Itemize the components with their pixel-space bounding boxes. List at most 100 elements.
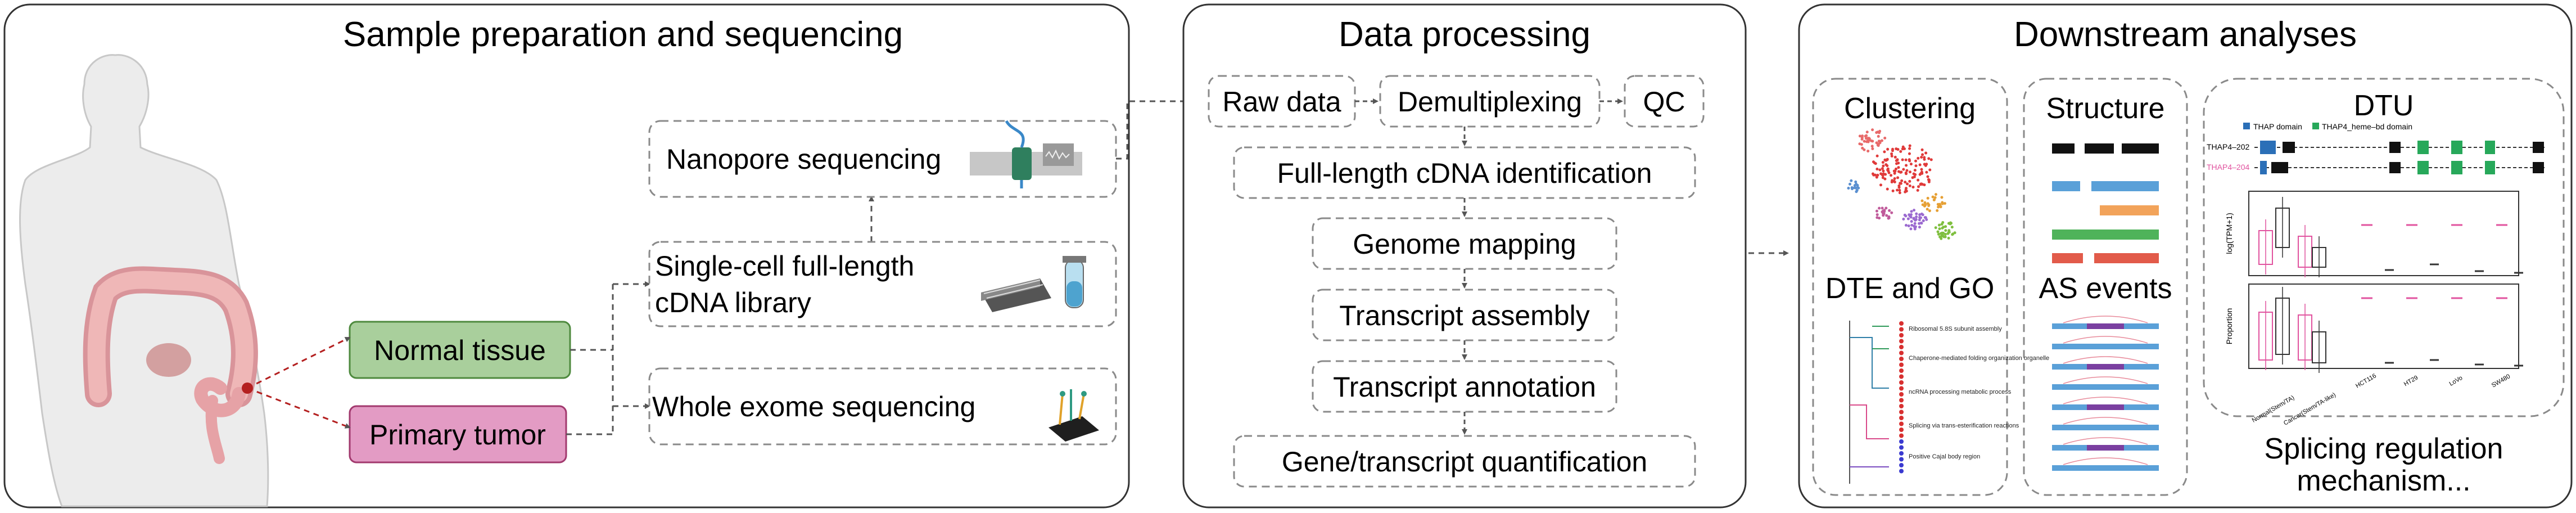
tsne-point <box>1882 169 1885 173</box>
tsne-point <box>1936 230 1940 233</box>
tsne-point <box>1924 151 1928 155</box>
nanopore-box <box>648 120 1117 198</box>
isoform-204-label: THAP4–204 <box>2207 163 2249 172</box>
tsne-point <box>1887 217 1890 220</box>
tsne-point <box>1886 147 1890 151</box>
transcript-assembly-label: Transcript assembly <box>1339 300 1589 331</box>
tsne-point <box>1891 147 1894 151</box>
tsne-point <box>1860 143 1863 146</box>
dtu-legend-thap: THAP domain <box>2253 122 2302 131</box>
tsne-point <box>1941 226 1944 230</box>
go-dot <box>1899 433 1904 438</box>
normal-tissue-label: Normal tissue <box>374 335 546 366</box>
tsne-point <box>1898 188 1901 192</box>
tsne-point <box>1941 220 1945 224</box>
tsne-point <box>1900 179 1904 182</box>
tsne-point <box>1875 131 1878 134</box>
dtu-title: DTU <box>2354 89 2414 122</box>
tsne-point <box>1934 226 1937 230</box>
as-alt-exon <box>2087 445 2124 451</box>
tsne-point <box>1878 206 1881 210</box>
tsne-point <box>1942 231 1945 235</box>
tsne-point <box>1917 178 1920 182</box>
tsne-point <box>1918 163 1922 166</box>
go-dot <box>1899 404 1904 408</box>
splicing-line2: mechanism... <box>2297 465 2470 497</box>
go-dot <box>1899 398 1904 403</box>
transcript-annotation-box <box>1312 360 1617 413</box>
as-splice-arc <box>2063 336 2148 344</box>
tsne-point <box>1904 181 1907 184</box>
tsne-point <box>1890 152 1893 156</box>
tsne-point <box>1909 227 1913 231</box>
tsne-point <box>1892 179 1896 183</box>
go-dot <box>1899 457 1904 462</box>
tsne-point <box>1933 198 1936 201</box>
tsne-point <box>1910 210 1913 213</box>
human-body-illustration <box>19 54 269 507</box>
qc-box <box>1624 75 1705 128</box>
sc-library-label-line2: cDNA library <box>655 287 811 318</box>
tsne-point <box>1912 217 1915 220</box>
tsne-point <box>1909 215 1913 219</box>
tsne-point <box>1936 209 1939 212</box>
go-dot <box>1899 428 1904 432</box>
tsne-point <box>1898 191 1901 195</box>
dtu-legend: THAP domain THAP4_heme–bd domain <box>2243 122 2412 131</box>
dtu-boxes <box>2258 197 2523 373</box>
tsne-point <box>1951 232 1955 236</box>
tsne-point <box>1913 222 1917 225</box>
library-plate-icon <box>981 278 1051 312</box>
tsne-point <box>1863 140 1866 143</box>
raw-data-label: Raw data <box>1222 86 1341 118</box>
go-dot <box>1899 445 1904 450</box>
tsne-point <box>1944 229 1947 232</box>
tsne-point <box>1939 205 1942 208</box>
tsne-point <box>1875 141 1878 145</box>
tsne-point <box>1890 181 1893 184</box>
nanopore-pore-icon <box>970 120 1082 188</box>
tsne-point <box>1923 183 1926 187</box>
tsne-point <box>1881 161 1884 164</box>
tsne-point <box>1915 215 1918 218</box>
as-splice-arc <box>2063 397 2148 404</box>
tsne-point <box>1890 174 1893 177</box>
tsne-point <box>1866 139 1869 142</box>
tsne-point <box>1908 184 1911 187</box>
tsne-point <box>1918 213 1922 217</box>
tsne-point <box>1871 147 1874 150</box>
clustering-subpanel <box>1812 78 2008 496</box>
tsne-point <box>1878 131 1881 134</box>
tsne-point <box>1878 168 1882 172</box>
tsne-point <box>1893 169 1897 173</box>
tsne-point <box>1884 206 1888 210</box>
quantification-label: Gene/transcript quantification <box>1282 446 1647 478</box>
tsne-point <box>1920 148 1924 151</box>
go-term-4: Splicing via trans-esterification reacti… <box>1909 422 2019 429</box>
fl-cdna-label: Full-length cDNA identification <box>1277 158 1652 189</box>
tsne-point <box>1926 175 1929 178</box>
dte-go-title: DTE and GO <box>1825 272 1995 305</box>
tsne-point <box>1872 160 1875 164</box>
go-dot <box>1899 421 1904 426</box>
tsne-point <box>1944 233 1947 236</box>
tsne-point <box>1943 202 1946 205</box>
tsne-point <box>1886 187 1889 191</box>
tsne-point <box>1906 217 1910 220</box>
tsne-point <box>1893 172 1896 175</box>
tsne-point <box>1877 134 1880 138</box>
demultiplexing-label: Demultiplexing <box>1398 86 1582 118</box>
go-dot <box>1899 416 1904 420</box>
tsne-point <box>1949 222 1953 225</box>
tsne-point <box>1888 209 1891 212</box>
as-alt-exon <box>2087 404 2124 410</box>
dtu-plot-frames <box>2248 191 2519 369</box>
tsne-point <box>1883 136 1887 140</box>
tsne-point <box>1917 156 1920 160</box>
tsne-point <box>1884 173 1887 176</box>
as-splice-arc <box>2063 376 2148 384</box>
sample-panel-title: Sample preparation and sequencing <box>343 15 903 54</box>
tsne-point <box>1910 223 1914 227</box>
tsne-point <box>1938 227 1941 231</box>
